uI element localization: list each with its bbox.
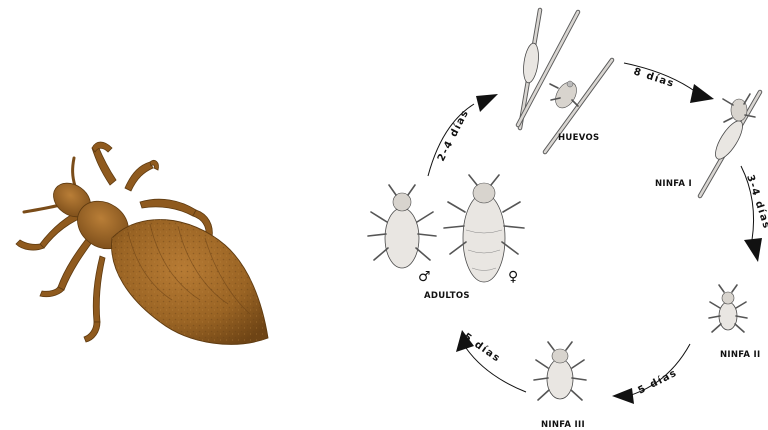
arrow-nymph2-to-nymph3: 5 días <box>612 344 690 404</box>
duration-adults-to-eggs: 2-4 días <box>435 107 471 163</box>
label-nymph3: NINFA III <box>541 420 585 430</box>
adult-male-illustration <box>368 185 436 268</box>
duration-eggs-to-nymph1: 8 días <box>632 65 676 90</box>
label-nymph2: NINFA II <box>720 350 760 360</box>
label-nymph1: NINFA I <box>655 179 692 189</box>
louse-antenna-left <box>24 205 60 212</box>
arrow-adults-to-eggs: 2-4 días <box>428 94 498 176</box>
nymph3-illustration <box>534 342 586 400</box>
male-symbol: ♂ <box>418 269 431 285</box>
louse-illustration <box>16 142 268 344</box>
eggs-illustration <box>518 10 612 152</box>
female-symbol: ♀ <box>508 269 518 285</box>
adult-female-illustration <box>444 175 524 282</box>
arrow-nymph3-to-adults: 5 días <box>456 330 526 392</box>
arrow-eggs-to-nymph1: 8 días <box>624 63 714 103</box>
louse-antenna-right <box>73 158 75 186</box>
duration-nymph1-to-nymph2: 3-4 días <box>744 173 768 231</box>
arrow-nymph1-to-nymph2: 3-4 días <box>741 166 768 262</box>
label-adults: ADULTOS <box>424 291 470 301</box>
duration-nymph2-to-nymph3: 5 días <box>636 367 680 397</box>
nymph2-illustration <box>709 285 747 332</box>
label-eggs: HUEVOS <box>558 133 599 143</box>
